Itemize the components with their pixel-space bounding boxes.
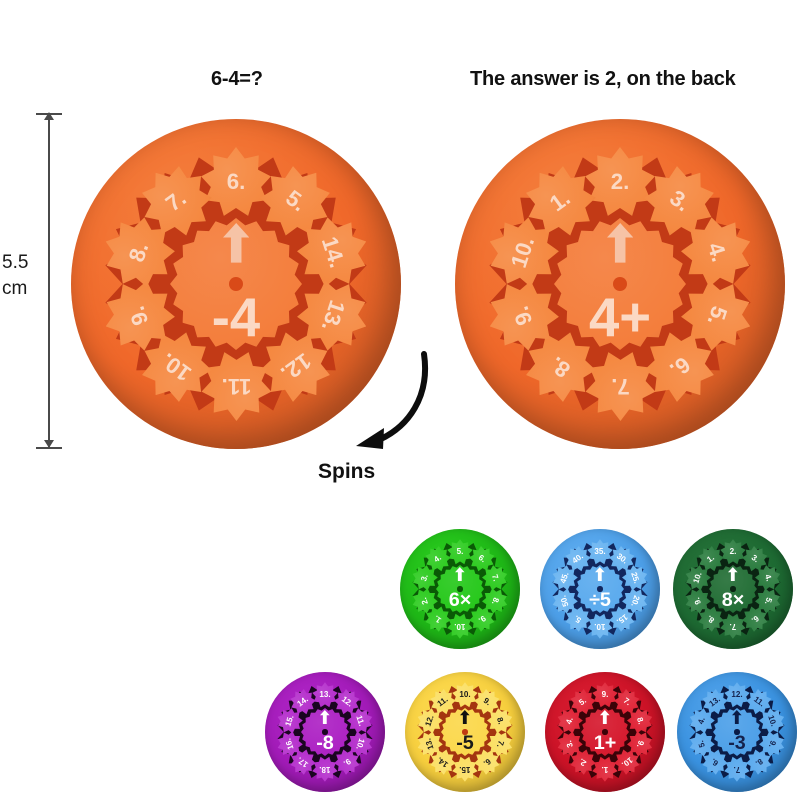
pointer-arrow-icon [606,223,634,263]
operator-label: 4+ [588,286,652,348]
operator-label: 1+ [593,732,617,755]
dimension-value: 5.5 [2,252,29,273]
hub-center-dot [322,729,328,735]
pointer-arrow-icon [728,566,738,582]
spins-label: Spins [318,460,376,483]
math-spinner-disc[interactable]: 12.11.10.9.8.7.6.5.4.13.-3 [677,672,797,792]
pointer-arrow-icon [732,709,742,725]
dimension-label: 5.5 cm [2,250,44,302]
hub-center-dot [602,729,608,735]
math-spinner-disc[interactable]: 2.3.4.5.6.7.8.9.10.1.8× [673,529,793,649]
math-spinner-disc[interactable]: 10.9.8.7.6.15.14.13.12.11.-5 [405,672,525,792]
back-disc-caption: The answer is 2, on the back [470,68,736,90]
pointer-arrow-icon [222,223,250,263]
dimension-unit: cm [2,278,28,299]
math-spinner-disc[interactable]: 13.12.11.10.9.18.17.16.15.14.-8 [265,672,385,792]
hub-center-dot [228,276,244,292]
dimension-arrow-up-icon [44,112,54,120]
math-spinner-disc[interactable]: 9.7.8.9.10.1.2.3.4.5.1+ [545,672,665,792]
operator-label: -8 [316,732,334,755]
hub-center-dot [597,586,603,592]
math-spinner-disc[interactable]: 2.3.4.5.6.7.8.9.10.1.4+ [455,119,785,449]
operator-label: -3 [728,732,746,755]
curved-arrow-icon [356,351,428,449]
pointer-arrow-icon [455,566,465,582]
hub-center-dot [462,729,468,735]
dimension-arrow-down-icon [44,440,54,448]
pointer-arrow-icon [600,709,610,725]
hub-center-dot [612,276,628,292]
operator-label: ÷5 [589,589,611,612]
operator-label: -4 [211,286,261,348]
pointer-arrow-icon [595,566,605,582]
math-spinner-disc[interactable]: 35.30.25.20.15.10.5.50.45.40.÷5 [540,529,660,649]
operator-label: 8× [721,589,745,612]
front-disc-caption: 6-4=? [211,68,263,90]
hub-center-dot [457,586,463,592]
operator-label: 6× [448,589,472,612]
operator-label: -5 [456,732,474,755]
hub-center-dot [730,586,736,592]
hub-center-dot [734,729,740,735]
math-spinner-disc[interactable]: 5.6.7.8.9.10.1.2.3.4.6× [400,529,520,649]
math-spinner-disc[interactable]: 6.5.14.13.12.11.10.9.8.7.-4 [71,119,401,449]
dimension-tick-bottom [36,447,62,449]
pointer-arrow-icon [460,709,470,725]
height-dimension-annotation: 5.5 cm [0,100,70,460]
pointer-arrow-icon [320,709,330,725]
dimension-line [48,115,50,447]
